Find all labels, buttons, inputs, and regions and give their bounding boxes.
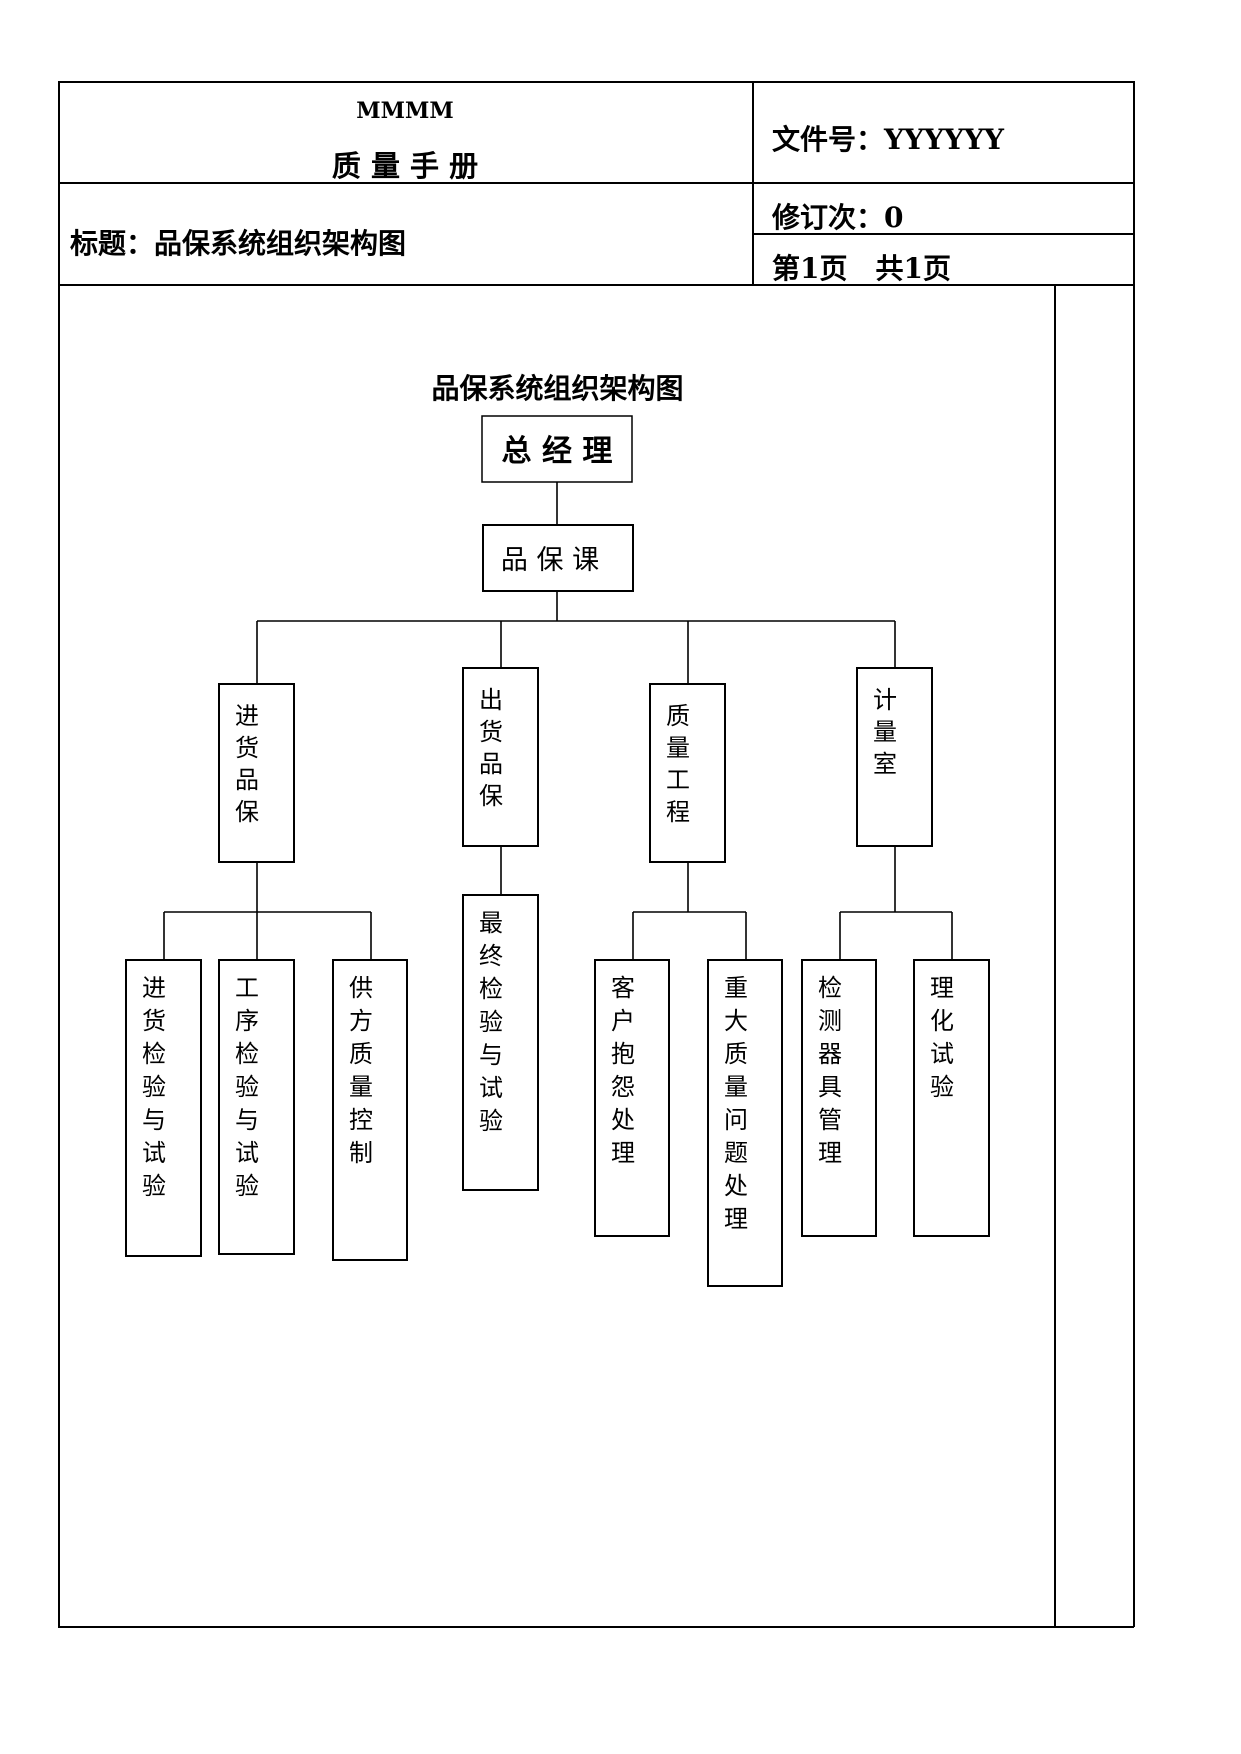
- table-border-right: [1133, 81, 1135, 1627]
- child-label: 进: [142, 974, 166, 1002]
- table-border-top: [58, 81, 1134, 83]
- child-label: 检: [142, 1040, 166, 1068]
- child-label: 抱: [611, 1040, 635, 1068]
- child-box: [332, 959, 408, 1261]
- child-label: 试: [930, 1040, 954, 1068]
- child-label: 供: [349, 974, 373, 1002]
- child-label: 验: [479, 1107, 503, 1135]
- header-bottom-divider: [58, 284, 1134, 286]
- department-label: 工: [666, 766, 690, 794]
- company-name: MMMM: [356, 98, 454, 124]
- child-label: 验: [930, 1073, 954, 1101]
- revision-number: 修订次：0: [772, 201, 904, 234]
- department-label: 进: [235, 702, 259, 730]
- child-label: 与: [235, 1106, 259, 1134]
- child-label: 处: [611, 1106, 635, 1134]
- child-label: 器: [818, 1040, 842, 1068]
- chart-title: 品保系统组织架构图: [431, 372, 684, 405]
- header-right-row-divider: [752, 233, 1134, 235]
- department-label: 程: [666, 798, 690, 826]
- department-label: 室: [873, 750, 897, 778]
- child-label: 理: [818, 1139, 842, 1167]
- child-label: 货: [142, 1007, 166, 1035]
- child-box: [462, 894, 539, 1191]
- child-label: 验: [235, 1172, 259, 1200]
- child-label: 试: [479, 1074, 503, 1102]
- child-label: 检: [235, 1040, 259, 1068]
- child-label: 质: [349, 1040, 373, 1068]
- child-label: 验: [142, 1172, 166, 1200]
- child-label: 终: [479, 942, 503, 970]
- child-label: 具: [818, 1073, 842, 1101]
- child-box: [594, 959, 670, 1237]
- child-label: 方: [349, 1007, 373, 1035]
- child-label: 量: [724, 1073, 748, 1101]
- page-info: 第1页 共1页: [772, 252, 951, 285]
- department-label: 品: [479, 750, 503, 778]
- child-label: 管: [818, 1106, 842, 1134]
- header-row-divider: [58, 182, 1134, 184]
- department-label: 出: [479, 686, 503, 714]
- child-box: [125, 959, 202, 1257]
- doc-number: 文件号：YYYYYY: [772, 123, 1004, 156]
- child-label: 怨: [611, 1073, 635, 1101]
- child-label: 大: [724, 1007, 748, 1035]
- child-label: 工: [235, 974, 259, 1002]
- child-label: 量: [349, 1073, 373, 1101]
- child-label: 序: [235, 1007, 259, 1035]
- department-label: 量: [873, 718, 897, 746]
- department-label: 货: [479, 718, 503, 746]
- child-label: 理: [724, 1205, 748, 1233]
- child-label: 问: [724, 1106, 748, 1134]
- child-label: 试: [235, 1139, 259, 1167]
- general-manager-label: 总 经 理: [502, 434, 613, 469]
- child-label: 控: [349, 1106, 373, 1134]
- department-label: 保: [235, 798, 259, 826]
- child-label: 户: [611, 1007, 635, 1035]
- child-label: 处: [724, 1172, 748, 1200]
- table-border-left: [58, 81, 60, 1627]
- child-label: 检: [818, 974, 842, 1002]
- child-label: 与: [142, 1106, 166, 1134]
- child-box: [801, 959, 877, 1237]
- department-label: 量: [666, 734, 690, 762]
- qa-section-box: [482, 524, 634, 592]
- manual-title: 质 量 手 册: [331, 149, 479, 183]
- child-label: 与: [479, 1041, 503, 1069]
- child-label: 试: [142, 1139, 166, 1167]
- child-label: 理: [930, 974, 954, 1002]
- child-box: [913, 959, 990, 1237]
- child-box: [707, 959, 783, 1287]
- child-label: 最: [479, 909, 503, 937]
- child-label: 制: [349, 1139, 373, 1167]
- child-label: 客: [611, 974, 635, 1002]
- title-label: 标题：品保系统组织架构图: [70, 227, 407, 260]
- table-border-bottom: [58, 1626, 1134, 1628]
- child-label: 质: [724, 1040, 748, 1068]
- child-label: 化: [930, 1007, 954, 1035]
- child-label: 题: [724, 1139, 748, 1167]
- department-label: 品: [235, 766, 259, 794]
- child-label: 验: [142, 1073, 166, 1101]
- child-label: 验: [235, 1073, 259, 1101]
- child-label: 重: [724, 974, 748, 1002]
- body-right-margin-line: [1054, 284, 1056, 1627]
- child-box: [218, 959, 295, 1255]
- child-label: 检: [479, 975, 503, 1003]
- qa-section-label: 品 保 课: [501, 545, 599, 576]
- department-label: 计: [873, 686, 897, 714]
- child-label: 验: [479, 1008, 503, 1036]
- child-label: 测: [818, 1007, 842, 1035]
- department-label: 保: [479, 782, 503, 810]
- department-label: 货: [235, 734, 259, 762]
- department-label: 质: [666, 702, 690, 730]
- child-label: 理: [611, 1139, 635, 1167]
